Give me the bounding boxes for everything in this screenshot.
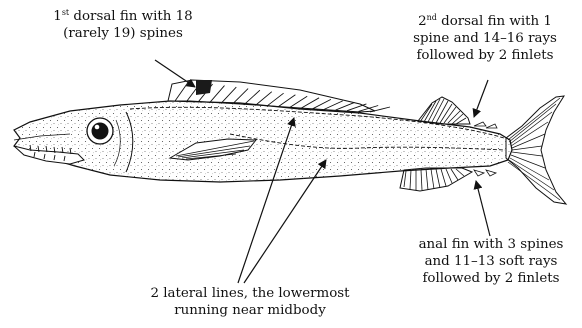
label-line: and 11–13 soft rays: [402, 253, 580, 270]
label-line: spine and 14–16 rays: [390, 30, 580, 47]
dorsal-finlet-1: [474, 122, 486, 126]
label-line: 2 lateral lines, the lowermost: [120, 285, 380, 302]
label-line: running near midbody: [120, 302, 380, 319]
anal-finlet-1: [474, 170, 484, 176]
caudal-fin: [506, 96, 566, 204]
dorsal-spine: [370, 107, 390, 112]
label-line: dorsal fin with 1: [437, 14, 552, 29]
dark-spine-patch: [196, 80, 212, 95]
label-line: dorsal fin with 18: [69, 9, 193, 24]
label-line: (rarely 19) spines: [18, 25, 228, 42]
anal-fin-label: anal fin with 3 spines and 11–13 soft ra…: [402, 236, 580, 287]
label-line: followed by 2 finlets: [402, 270, 580, 287]
second-dorsal-fin-label: 2nd dorsal fin with 1 spine and 14–16 ra…: [390, 13, 580, 64]
first-dorsal-fin-label: 1st dorsal fin with 18 (rarely 19) spine…: [18, 8, 228, 42]
arrow-second-dorsal-fin: [474, 80, 488, 117]
lateral-lines-label: 2 lateral lines, the lowermost running n…: [120, 285, 380, 319]
anal-fin: [400, 168, 496, 191]
arrow-anal-fin: [476, 181, 490, 236]
anal-finlet-2: [486, 170, 496, 176]
dorsal-finlet-2: [486, 124, 497, 128]
ordinal-suffix: nd: [427, 13, 437, 22]
ordinal-number: 2: [418, 14, 427, 29]
label-line: followed by 2 finlets: [390, 47, 580, 64]
label-line: anal fin with 3 spines: [402, 236, 580, 253]
ordinal-number: 1: [53, 9, 62, 24]
